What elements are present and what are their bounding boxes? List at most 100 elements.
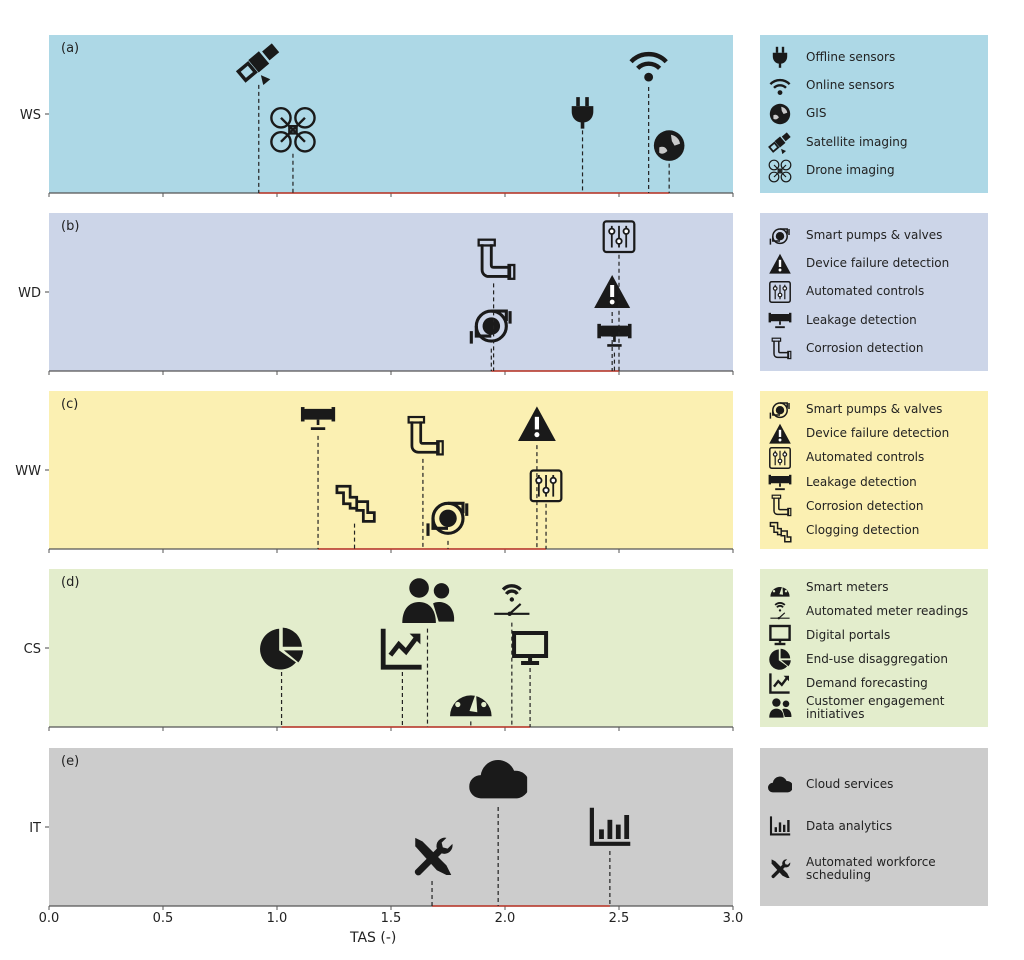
plug-icon: Offline sensors — [571, 97, 594, 129]
legend-item: Device failure detection — [760, 252, 988, 276]
legend-label: Corrosion detection — [806, 498, 924, 513]
panel-background — [49, 35, 733, 193]
legend-label: Satellite imaging — [806, 134, 908, 149]
pump-icon — [769, 402, 790, 419]
drone-icon: Drone imaging — [270, 107, 316, 153]
legend-label: Smart pumps & valves — [806, 401, 943, 416]
panel-background — [49, 213, 733, 371]
legend-item: Digital portals — [760, 623, 988, 647]
warning-icon — [769, 253, 791, 274]
legend-label: Corrosion detection — [806, 341, 924, 356]
legend-item: Drone imaging — [760, 159, 988, 183]
legend-item: Cloud services — [760, 772, 988, 796]
bars-icon: Data analytics — [589, 807, 631, 846]
x-tick-label: 0.0 — [39, 911, 60, 926]
legend-item: Leakage detection — [760, 470, 988, 494]
x-axis-label: TAS (-) — [350, 930, 397, 946]
legend-label: Cloud services — [806, 776, 894, 791]
legend-item: Smart meters — [760, 575, 988, 599]
legend-label: Smart meters — [806, 579, 889, 594]
leak-icon: Leakage detection — [300, 407, 336, 431]
amr-icon — [770, 602, 790, 620]
x-tick-label: 1.0 — [267, 911, 288, 926]
leak-icon: Leakage detection — [597, 323, 632, 347]
legend-item: Customer engagement initiatives — [760, 695, 988, 721]
satellite-icon — [768, 132, 791, 155]
pie-icon: End-use disaggregation — [260, 627, 304, 670]
legend-label: Clogging detection — [806, 523, 920, 538]
drone-icon — [768, 159, 792, 183]
panel-background — [49, 748, 733, 906]
controls-icon: Automated controls — [529, 469, 563, 503]
legend-label: Automated controls — [806, 284, 925, 299]
legend-label: Smart pumps & valves — [806, 227, 943, 242]
legend-item: Leakage detection — [760, 308, 988, 332]
legend-label: Automated meter readings — [806, 603, 969, 618]
y-category-label: WD — [18, 286, 41, 301]
leak-icon — [768, 474, 792, 491]
trend-icon: Demand forecasting — [380, 628, 422, 670]
panel-tag: (e) — [61, 754, 79, 769]
wifi-icon: Online sensors — [629, 51, 668, 82]
legend-label: Leakage detection — [806, 312, 917, 327]
cloud-icon — [768, 776, 792, 793]
people-icon — [769, 698, 792, 718]
warning-icon: Device failure detection — [518, 406, 556, 441]
y-category-label: WS — [20, 108, 41, 123]
legend-item: Clogging detection — [760, 519, 988, 543]
pump-icon: Smart pumps & valves — [469, 309, 512, 344]
legend-item: Online sensors — [760, 74, 988, 98]
legend-label: Drone imaging — [806, 163, 895, 178]
tools-icon — [771, 859, 791, 879]
legend-item: Smart pumps & valves — [760, 223, 988, 247]
pump-icon — [769, 228, 790, 245]
people-icon: Customer engagement initiatives — [402, 578, 455, 623]
panel-tag: (c) — [61, 397, 78, 412]
warning-icon — [769, 423, 791, 444]
bars-icon — [769, 816, 791, 836]
legend-item: End-use disaggregation — [760, 647, 988, 671]
legend-label: Leakage detection — [806, 474, 917, 489]
clog-icon — [769, 521, 792, 543]
monitor-icon: Digital portals — [512, 631, 549, 665]
legend-label: Device failure detection — [806, 426, 950, 441]
controls-icon: Automated controls — [602, 220, 636, 254]
panel-wd: (b)WDSmart pumps & valvesCorrosion detec… — [18, 213, 734, 375]
pipe-icon: Corrosion detection — [407, 415, 444, 456]
legend-label: Device failure detection — [806, 256, 950, 271]
pump-icon: Smart pumps & valves — [426, 501, 469, 536]
amr-icon: Automated meter readings — [494, 584, 530, 616]
legend-label: Automated workforce scheduling — [806, 855, 936, 882]
pipe-icon — [771, 495, 792, 517]
panel-background — [49, 569, 733, 727]
legend-item: Offline sensors — [760, 45, 988, 69]
x-tick-label: 3.0 — [723, 911, 744, 926]
trend-icon — [769, 673, 790, 694]
legend-item: Automated workforce scheduling — [760, 856, 988, 882]
legend-item: Corrosion detection — [760, 337, 988, 361]
pipe-icon — [771, 337, 792, 359]
panel-tag: (a) — [61, 41, 79, 56]
x-tick-label: 1.5 — [381, 911, 402, 926]
pie-icon — [769, 648, 791, 670]
legend-label: Demand forecasting — [806, 675, 928, 690]
controls-icon — [769, 446, 791, 469]
panel-tag: (d) — [61, 575, 79, 590]
cloud-icon: Cloud services — [469, 760, 528, 799]
gauge-icon — [770, 582, 790, 597]
leak-icon — [768, 313, 792, 329]
warning-icon: Device failure detection — [594, 275, 631, 308]
legend-item: Smart pumps & valves — [760, 397, 988, 421]
legend-item: Data analytics — [760, 814, 988, 838]
legend-item: Automated meter readings — [760, 599, 988, 623]
y-category-label: WW — [15, 464, 41, 479]
legend-item: Automated controls — [760, 446, 988, 470]
y-category-label: IT — [29, 821, 41, 836]
